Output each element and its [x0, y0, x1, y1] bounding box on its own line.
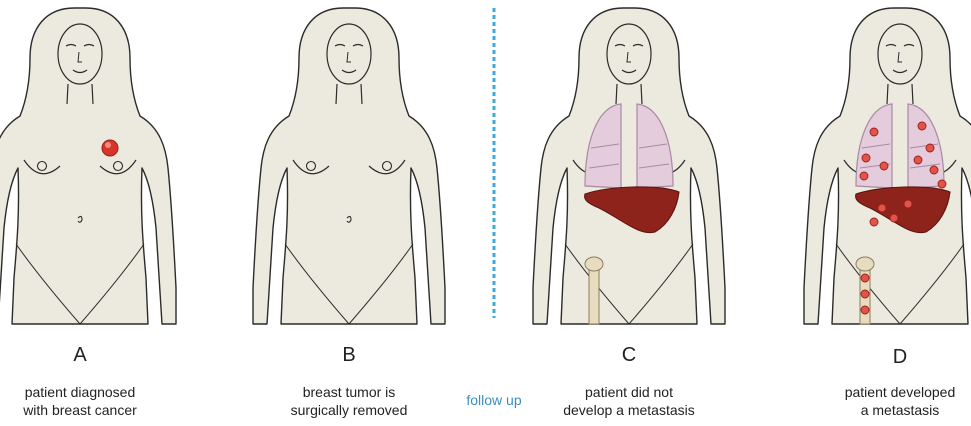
panel-d-caption-line-2: a metastasis: [800, 401, 971, 419]
metastasis-spot-16: [861, 306, 869, 314]
face-outline: [58, 24, 102, 84]
panel-b-caption-line-2: surgically removed: [249, 401, 449, 419]
breast-tumor: [102, 140, 118, 156]
panel-c-caption-line-2: develop a metastasis: [529, 401, 729, 419]
metastasis-spot-12: [904, 200, 912, 208]
panel-b-letter: B: [269, 344, 429, 367]
panel-c-caption: patient did not develop a metastasis: [529, 383, 729, 419]
face-outline: [327, 24, 371, 84]
panel-d-letter: D: [820, 346, 971, 369]
panel-b-caption-line-1: breast tumor is: [249, 383, 449, 401]
metastasis-spot-7: [914, 156, 922, 164]
face-outline: [607, 24, 651, 84]
panel-a-caption: patient diagnosed with breast cancer: [0, 383, 180, 419]
femur-head: [856, 257, 874, 271]
femur-head: [585, 257, 603, 271]
figure-c: [533, 8, 725, 324]
panel-a-caption-line-1: patient diagnosed: [0, 383, 180, 401]
figure-b: [253, 8, 445, 324]
panel-d-caption: patient developed a metastasis: [800, 383, 971, 419]
femur-shaft: [589, 266, 599, 324]
panel-d-caption-line-1: patient developed: [800, 383, 971, 401]
metastasis-spot-1: [870, 128, 878, 136]
figure-d: [804, 8, 971, 324]
metastasis-spot-3: [880, 162, 888, 170]
panel-a-caption-line-2: with breast cancer: [0, 401, 180, 419]
panel-c-letter: C: [549, 344, 709, 367]
metastasis-spot-10: [878, 204, 886, 212]
metastasis-spot-4: [860, 172, 868, 180]
metastasis-spot-8: [930, 166, 938, 174]
metastasis-spot-6: [926, 144, 934, 152]
metastasis-spot-9: [938, 180, 946, 188]
panel-a-letter: A: [0, 344, 160, 367]
metastasis-spot-14: [861, 274, 869, 282]
panel-b-caption: breast tumor is surgically removed: [249, 383, 449, 419]
metastasis-spot-15: [861, 290, 869, 298]
panel-c-caption-line-1: patient did not: [529, 383, 729, 401]
metastasis-spot-13: [870, 218, 878, 226]
figure-a: [0, 8, 176, 324]
face-outline: [878, 24, 922, 84]
metastasis-spot-2: [862, 154, 870, 162]
metastasis-spot-11: [890, 214, 898, 222]
tumor-highlight: [105, 142, 111, 148]
follow-up-label: follow up: [452, 392, 536, 408]
metastasis-spot-5: [918, 122, 926, 130]
